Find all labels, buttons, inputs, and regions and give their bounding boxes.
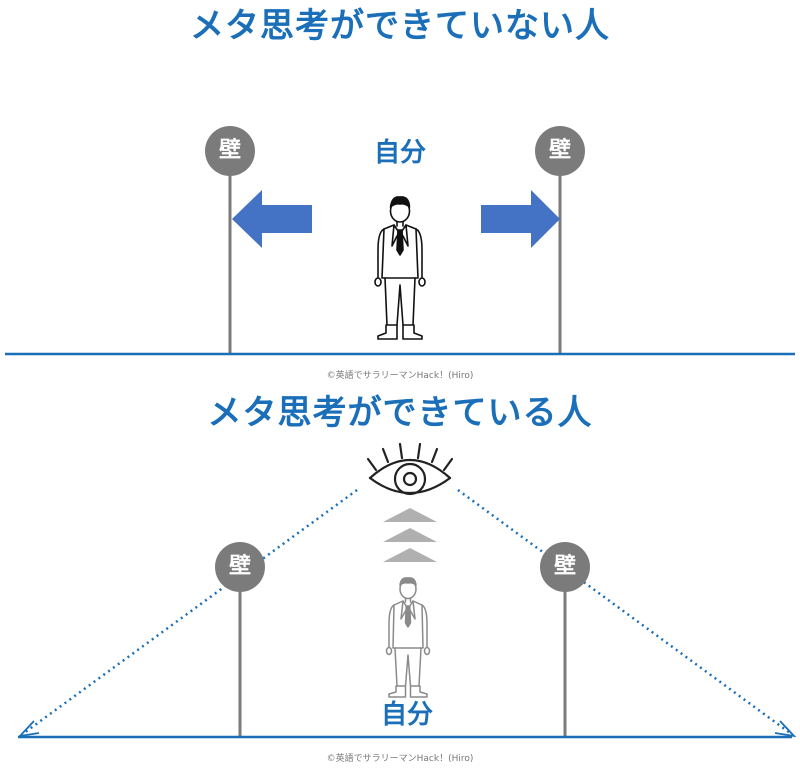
self-label-top: 自分 — [373, 138, 426, 168]
chevron-up-stack-icon — [383, 508, 437, 562]
credit-bottom: ©英語でサラリーマンHack！(Hiro) — [326, 754, 474, 764]
self-label-bottom: 自分 — [380, 700, 433, 730]
sight-line-left — [23, 488, 358, 735]
arrow-left-icon — [232, 190, 312, 248]
businessman-icon — [374, 196, 426, 340]
wall-badge-top-left: 壁 — [205, 126, 255, 176]
sight-arrowhead-right — [774, 720, 797, 738]
sight-arrowhead-left — [17, 720, 40, 738]
wall-badge-bottom-left: 壁 — [215, 542, 265, 592]
businessman-small-icon — [385, 577, 431, 698]
arrow-right-icon — [481, 190, 560, 248]
credit-top: ©英語でサラリーマンHack！(Hiro) — [326, 371, 474, 381]
bottom-panel-title: メタ思考ができている人 — [207, 393, 593, 433]
sight-line-right — [457, 488, 791, 735]
top-panel-title: メタ思考ができていない人 — [190, 6, 610, 46]
eye-icon — [366, 442, 454, 496]
wall-badge-top-right: 壁 — [535, 126, 585, 176]
wall-badge-bottom-right: 壁 — [540, 542, 590, 592]
